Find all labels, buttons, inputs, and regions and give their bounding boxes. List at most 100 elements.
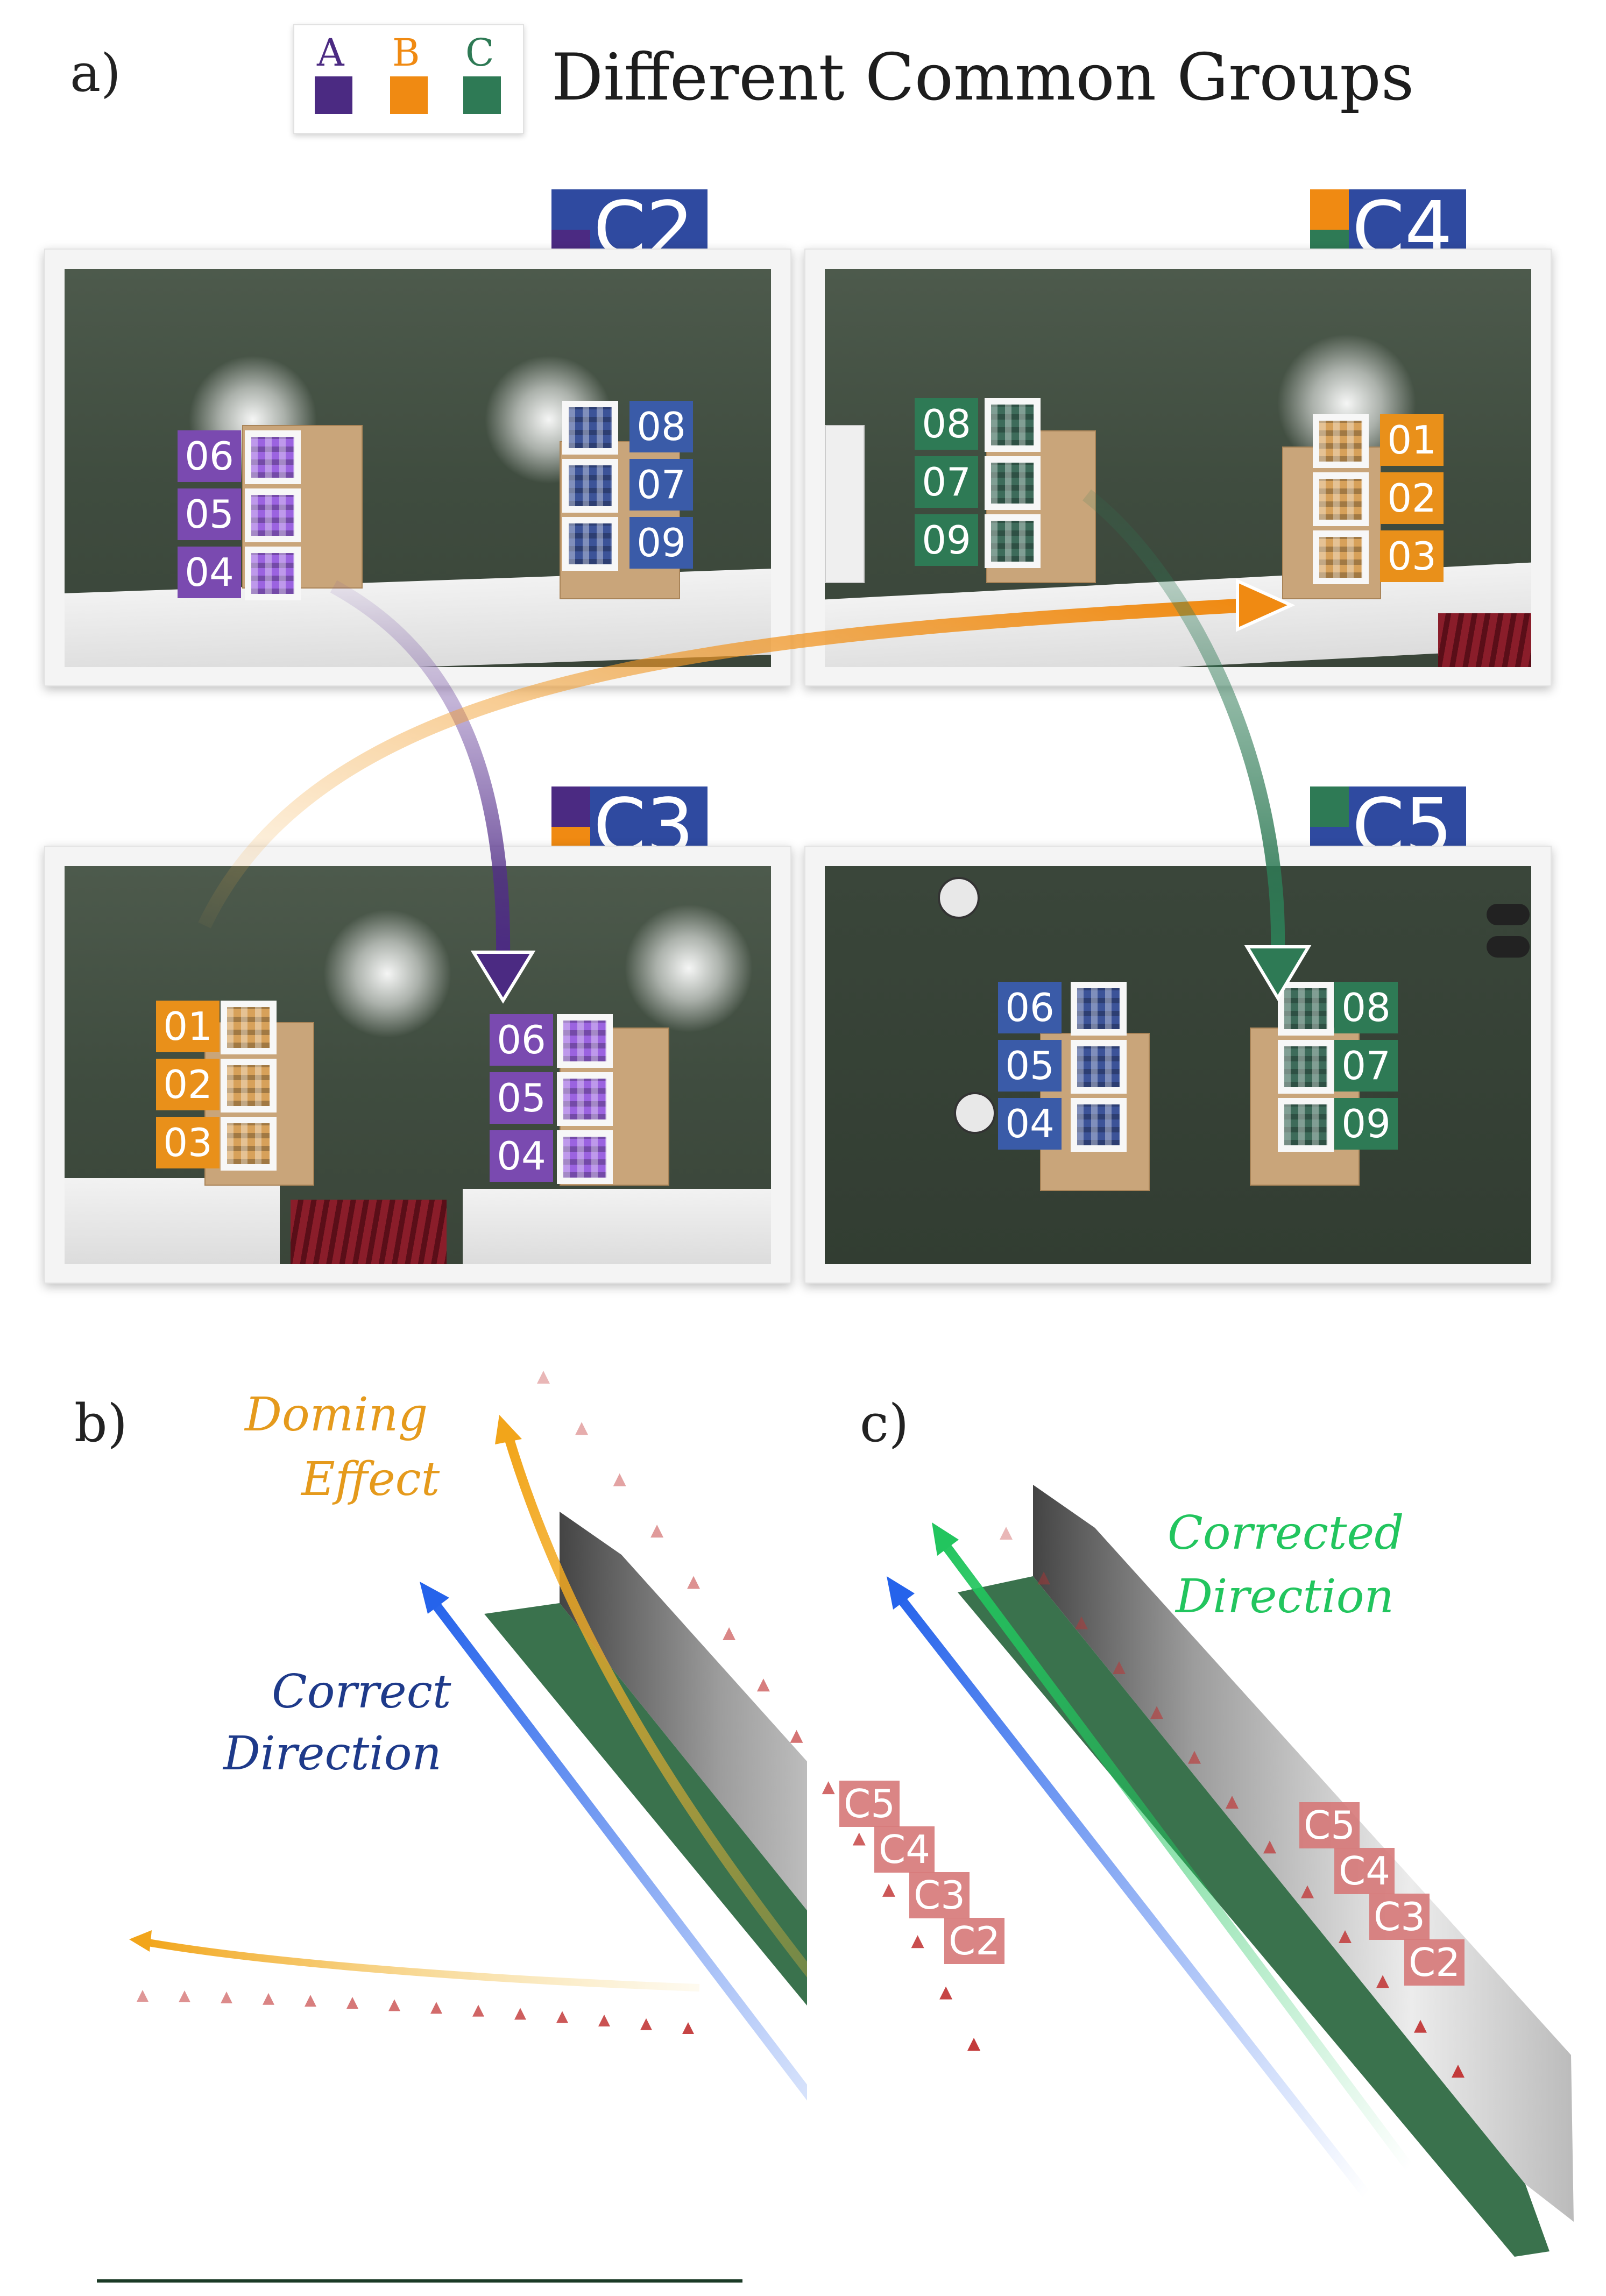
camera-trail-marker: [556, 2011, 568, 2023]
legend-letter-a: A: [317, 31, 344, 75]
corrected-direction-arrow: [936, 1535, 1414, 2171]
corrected-direction-arrowhead: [932, 1522, 959, 1556]
aruco-marker: [1278, 1040, 1334, 1094]
camera-trail-marker: [882, 1883, 895, 1897]
doming-effect-arrow: [504, 1435, 807, 1978]
camera-trail-marker: [1414, 2019, 1427, 2033]
wall-plane: [560, 1512, 807, 1911]
arrow-sign-icon: [954, 1092, 996, 1134]
panel-b-diagram: [97, 1415, 807, 2283]
marker-id-tag: 09: [629, 517, 693, 569]
camera-trail-marker: [1339, 1930, 1352, 1943]
panel-c-label: c): [860, 1393, 909, 1454]
camera-trail-marker: [537, 1371, 550, 1384]
marker-id-tag: 06: [490, 1014, 553, 1066]
camera-trail-marker: [1000, 1527, 1013, 1540]
camera-trail-marker: [575, 1422, 589, 1435]
legend-box: A B C: [293, 24, 524, 134]
camera-trail-marker: [388, 1999, 400, 2011]
camera-trail-marker: [1113, 1661, 1126, 1674]
camera-position-label: C3: [1369, 1894, 1430, 1940]
marker-id-tag: 08: [629, 401, 693, 452]
camera-position-label: C5: [1299, 1802, 1360, 1848]
flat-doming-arrowhead: [129, 1930, 152, 1952]
camera-trail-marker: [682, 2022, 694, 2034]
marker-id-tag: 06: [178, 430, 241, 482]
correct-direction-arrow: [892, 1589, 1371, 2198]
group-b-arrowhead: [1236, 578, 1296, 632]
camera-trail-marker: [1037, 1571, 1050, 1585]
ceiling-light: [624, 904, 753, 1033]
camera-trail-marker: [613, 1473, 626, 1486]
aruco-marker: [557, 1014, 613, 1068]
legend-title: Different Common Groups: [551, 40, 1414, 115]
corrected-direction-label-line1: Corrected: [1168, 1506, 1404, 1560]
camera-tab-group-swatch: [1310, 189, 1349, 230]
camera-position-label: C2: [944, 1918, 1005, 1964]
camera-trail-marker: [1075, 1616, 1088, 1629]
camera-position-label: C3: [909, 1872, 970, 1918]
marker-id-tag: 07: [915, 456, 978, 508]
wall-plane: [1033, 1485, 1574, 2222]
marker-id-tag: 08: [915, 398, 978, 450]
marker-id-tag: 03: [156, 1117, 220, 1168]
aruco-marker: [1071, 982, 1127, 1036]
camera-trail-marker: [221, 1992, 232, 2004]
aruco-marker: [562, 401, 618, 455]
radiator: [1438, 613, 1531, 667]
camera-trail-marker: [967, 2038, 981, 2051]
marker-id-tag: 08: [1334, 982, 1398, 1033]
camera-trail-marker: [1263, 1840, 1276, 1854]
marker-id-tag: 02: [1380, 472, 1444, 524]
camera-position-label: C2: [1404, 1939, 1465, 1986]
correct-direction-label-line2: Direction: [223, 1727, 442, 1781]
aruco-marker: [562, 459, 618, 513]
camera-trail-marker: [1376, 1975, 1389, 1988]
doming-effect-label-line2: Effect: [301, 1452, 440, 1506]
marker-id-tag: 05: [490, 1072, 553, 1124]
marker-id-tag: 06: [998, 982, 1062, 1033]
corrected-direction-label-line2: Direction: [1176, 1570, 1394, 1624]
aruco-marker: [245, 488, 301, 542]
aruco-marker: [221, 1059, 277, 1112]
legend-letter-c: C: [465, 31, 494, 75]
floor: [463, 1189, 771, 1264]
camera-trail-marker: [1188, 1751, 1201, 1764]
camera-trail-marker: [650, 1525, 664, 1538]
camera-position-label: C4: [1334, 1848, 1395, 1894]
marker-id-tag: 04: [998, 1098, 1062, 1150]
aruco-marker: [1313, 472, 1369, 526]
aruco-marker: [1071, 1098, 1127, 1152]
radiator: [291, 1200, 447, 1264]
floor-strip: [958, 1576, 1550, 2257]
camera-trail-marker: [1301, 1885, 1314, 1898]
marker-id-tag: 07: [1334, 1040, 1398, 1092]
camera-trail-marker: [514, 2008, 526, 2020]
legend-letter-b: B: [392, 31, 420, 75]
marker-id-tag: 05: [178, 488, 241, 540]
aruco-marker: [985, 456, 1041, 510]
camera-trail-marker: [852, 1832, 866, 1846]
camera-trail-marker: [472, 2004, 484, 2017]
legend-swatch-c: [463, 76, 501, 114]
camera-trail-marker: [939, 1986, 953, 2000]
group-c-arrowhead: [1244, 945, 1312, 1001]
camera-position-label: C4: [874, 1826, 935, 1873]
panel-a-arrows: [198, 489, 1312, 1004]
aruco-marker: [985, 514, 1041, 568]
camera-trail-marker: [790, 1730, 803, 1743]
correct-direction-arrowhead: [420, 1582, 449, 1614]
camera-trail-marker: [1226, 1796, 1239, 1809]
camera-trail-marker: [430, 2002, 442, 2014]
marker-id-tag: 04: [178, 547, 241, 598]
camera-tab-group-swatch: [551, 786, 590, 827]
arrow-sign-icon: [938, 877, 980, 919]
camera-trail-marker: [346, 1997, 358, 2009]
group-b-transfer-arrow: [198, 598, 1249, 929]
panel-c-diagram: [887, 1485, 1574, 2257]
aruco-marker: [562, 517, 618, 571]
flat-doming-arrow: [144, 1938, 700, 1992]
correct-direction-label-line1: Correct: [272, 1665, 451, 1719]
